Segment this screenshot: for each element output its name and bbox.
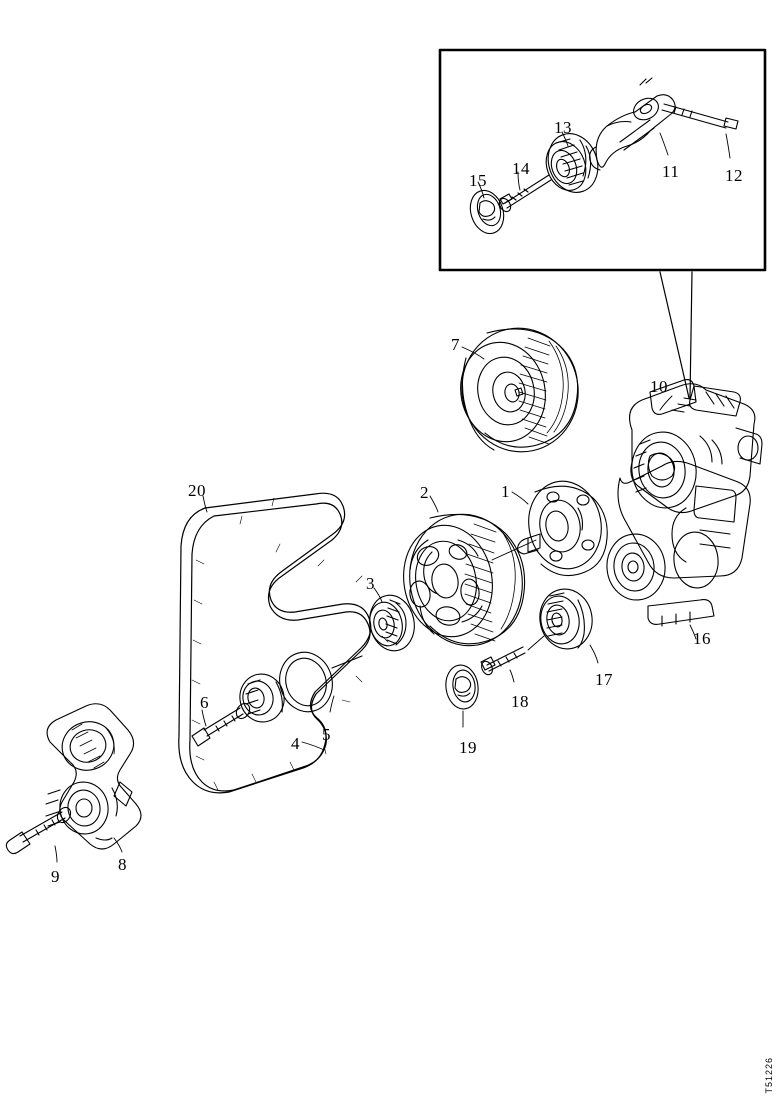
idler-pulley-bolt [191, 702, 251, 747]
viscous-fan-clutch [460, 327, 579, 453]
serpentine-drive-belt [178, 492, 389, 794]
callout-8: 8 [118, 855, 127, 874]
bolt-pulley-link [527, 635, 545, 651]
callout-2: 2 [420, 483, 429, 502]
callout-18: 18 [511, 692, 529, 711]
leader-7 [461, 346, 485, 360]
pulley-hub-flange [517, 480, 608, 577]
leader-11 [659, 132, 669, 156]
leader-5 [329, 695, 335, 713]
callout-13: 13 [554, 118, 572, 137]
callout-6: 6 [200, 693, 209, 712]
inset-detail-box [438, 48, 767, 272]
leader-6 [201, 709, 207, 727]
callout-17: 17 [595, 670, 613, 689]
leader-9 [54, 845, 58, 863]
inset-pointer [659, 271, 693, 399]
idler-pulley-ring [279, 651, 363, 713]
leader-14 [517, 171, 521, 191]
leader-2 [429, 495, 439, 513]
callout-7: 7 [451, 335, 460, 354]
leader-12 [725, 133, 731, 159]
leader-16 [689, 624, 697, 640]
drawing-reference-code: T51226 [764, 1057, 774, 1094]
leader-10 [659, 395, 673, 411]
callout-10: 10 [650, 377, 668, 396]
idler-pulley-small [369, 594, 415, 652]
callout-3: 3 [366, 574, 375, 593]
tensioner-idler-pulley [539, 588, 593, 650]
callout-19: 19 [459, 738, 477, 757]
inset-washer-plate [469, 189, 505, 235]
hub-pulley-link [491, 539, 537, 561]
callout-20: 20 [188, 481, 206, 500]
callout-16: 16 [693, 629, 711, 648]
inset-shaft-bolt [498, 174, 552, 213]
inset-long-bolt [661, 103, 739, 130]
leader-20 [202, 495, 208, 513]
crankshaft-pulley-damper [403, 513, 526, 647]
callout-4: 4 [291, 734, 300, 753]
spacer-washer [445, 664, 479, 710]
leader-17 [589, 644, 599, 664]
leader-8 [113, 837, 123, 853]
leader-18 [509, 669, 515, 683]
belt-tensioner-assembly [45, 703, 142, 850]
callout-12: 12 [725, 166, 743, 185]
callout-1: 1 [501, 482, 510, 501]
leader-3 [373, 587, 383, 603]
callout-11: 11 [662, 162, 680, 181]
leader-1 [511, 491, 529, 505]
callout-15: 15 [469, 171, 487, 190]
tensioner-mounting-bolt [5, 806, 72, 855]
leader-13 [561, 131, 569, 147]
pulley-retaining-bolt [480, 646, 526, 676]
idler-pulley-hub [239, 673, 285, 723]
leader-4 [301, 741, 325, 751]
air-compressor-assembly [606, 379, 763, 627]
callout-14: 14 [512, 159, 530, 178]
callout-5: 5 [322, 725, 331, 744]
callout-9: 9 [51, 867, 60, 886]
leader-15 [477, 181, 485, 199]
